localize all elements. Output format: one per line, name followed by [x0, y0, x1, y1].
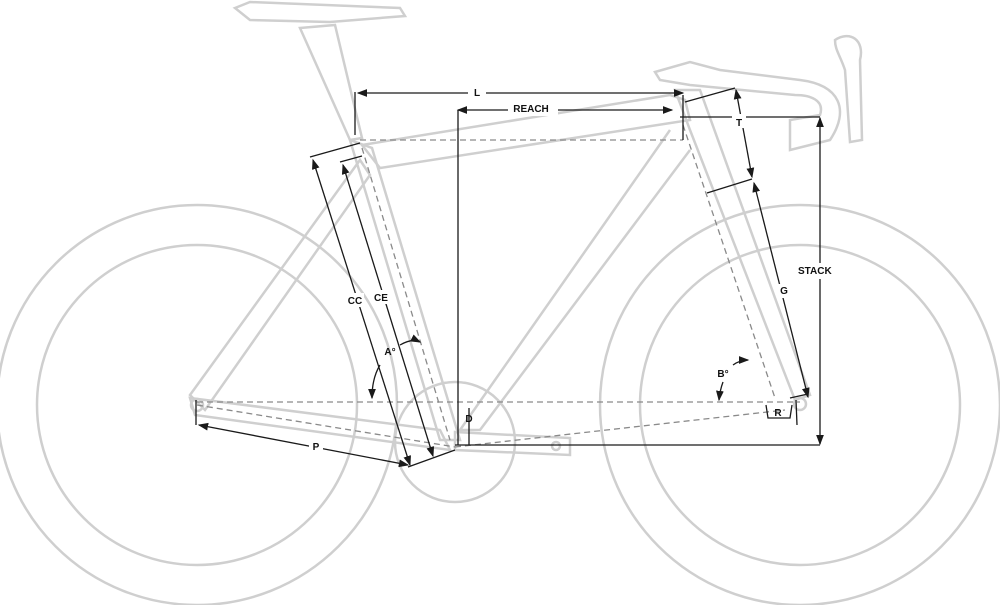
dimension-lines [195, 87, 824, 468]
label-p: P [313, 442, 320, 453]
reference-lines [196, 124, 800, 448]
label-stack: STACK [798, 266, 832, 277]
crank-arm [453, 430, 572, 457]
label-ce: CE [374, 293, 388, 304]
down-tube [457, 129, 691, 432]
label-cc: CC [348, 296, 362, 307]
seat-stay [188, 157, 372, 412]
label-b-angle: B° [717, 369, 728, 380]
label-g: G [780, 286, 788, 297]
label-a-angle: A° [384, 347, 395, 358]
label-t: T [736, 118, 742, 129]
label-d: D [465, 414, 472, 425]
stem-handlebar [653, 60, 842, 152]
label-reach: REACH [513, 104, 549, 115]
label-l: L [474, 88, 480, 99]
seatpost [298, 23, 364, 142]
seat-tube [348, 137, 462, 442]
saddle [232, 0, 408, 24]
brake-hood [833, 34, 864, 144]
label-r: R [774, 408, 782, 419]
